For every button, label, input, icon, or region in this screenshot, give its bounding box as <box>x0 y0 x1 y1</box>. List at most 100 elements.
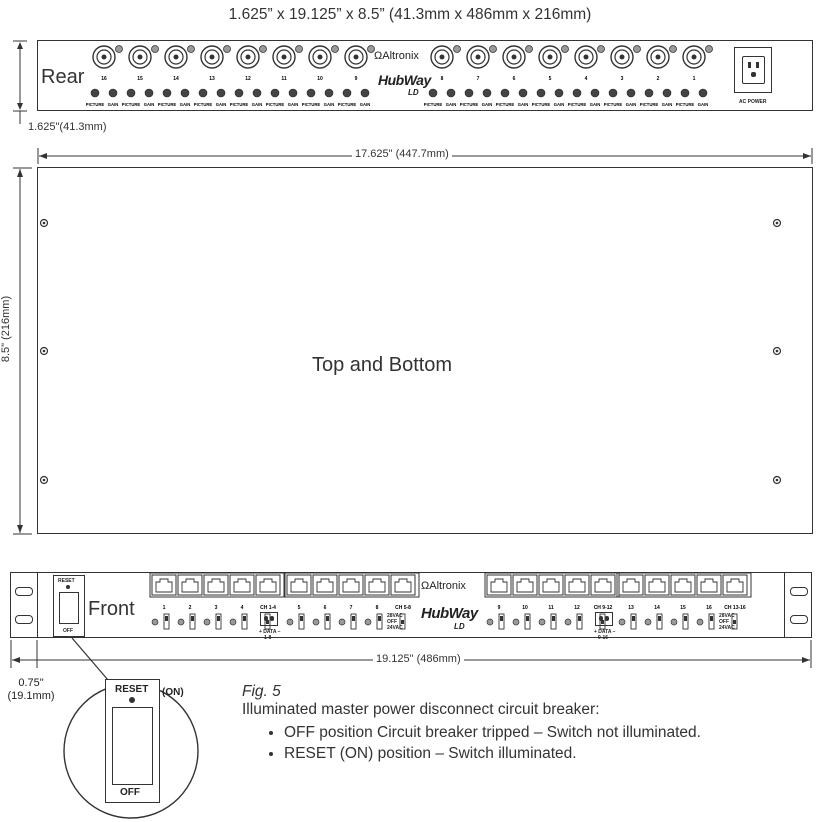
screw-icon <box>772 218 782 228</box>
led-icon <box>564 618 572 626</box>
port-number: CH 9-12 <box>594 605 613 611</box>
rj45-port-icon <box>255 574 281 596</box>
pot-label: GAIN <box>324 102 334 107</box>
pot-label: GAIN <box>252 102 262 107</box>
top-width-label: 17.625" (447.7mm) <box>352 148 452 160</box>
rj45-port-icon <box>364 574 390 596</box>
bnc-connector-icon <box>502 45 533 69</box>
port-number: CH 13-16 <box>724 605 746 611</box>
port-number: 16 <box>706 605 712 611</box>
led-icon <box>259 45 267 53</box>
potentiometer-icon <box>662 88 672 98</box>
bnc-connector-icon <box>272 45 303 69</box>
rj45-port-icon <box>538 574 564 596</box>
rear-height-dimension-line <box>13 40 27 124</box>
bnc-connector-icon <box>308 45 339 69</box>
potentiometer-icon <box>252 88 262 98</box>
channel-number: 14 <box>173 76 179 82</box>
port-number: 11 <box>548 605 554 611</box>
rack-slot-icon <box>790 587 808 596</box>
port-number: 5 <box>298 605 301 611</box>
led-icon <box>151 45 159 53</box>
potentiometer-icon <box>198 88 208 98</box>
caption-bullet: OFF position Circuit breaker tripped – S… <box>284 722 812 743</box>
led-icon <box>669 45 677 53</box>
on-label: (ON) <box>162 687 184 698</box>
toggle-switch-icon <box>189 613 196 630</box>
led-icon <box>489 45 497 53</box>
potentiometer-icon <box>288 88 298 98</box>
port-number: 4 <box>241 605 244 611</box>
toggle-switch-icon <box>241 613 248 630</box>
rj45-port-icon <box>618 574 644 596</box>
led-icon <box>618 618 626 626</box>
pot-label: GAIN <box>108 102 118 107</box>
dimensions-header: 1.625” x 19.125” x 8.5” (41.3mm x 486mm … <box>228 6 592 23</box>
toggle-switch-icon <box>350 613 357 630</box>
front-product-sub: LD <box>454 622 465 631</box>
figure-caption: Fig. 5 Illuminated master power disconne… <box>242 683 812 764</box>
breaker-switch[interactable]: RESET OFF <box>53 575 85 637</box>
channel-number: 6 <box>513 76 516 82</box>
rj45-port-icon <box>203 574 229 596</box>
rj45-port-icon <box>151 574 177 596</box>
port-number: 3 <box>215 605 218 611</box>
pot-label: PICTURE <box>194 102 213 107</box>
port-number: 14 <box>654 605 660 611</box>
potentiometer-icon <box>554 88 564 98</box>
potentiometer-icon <box>500 88 510 98</box>
port-number: 12 <box>574 605 580 611</box>
pot-label: GAIN <box>144 102 154 107</box>
port-number: 1 <box>163 605 166 611</box>
channel-number: 12 <box>245 76 251 82</box>
data-connector-9-16 <box>595 612 613 626</box>
pot-label: PICTURE <box>158 102 177 107</box>
led-icon <box>115 45 123 53</box>
bnc-connector-icon <box>128 45 159 69</box>
port-block <box>149 572 285 598</box>
bnc-connector-icon <box>574 45 605 69</box>
channel-number: 11 <box>281 76 287 82</box>
port-block <box>616 572 752 598</box>
rear-product-sub: LD <box>408 88 419 97</box>
toggle-switch-icon <box>524 613 531 630</box>
pot-label: PICTURE <box>266 102 285 107</box>
rj45-port-icon <box>338 574 364 596</box>
led-icon <box>223 45 231 53</box>
bnc-connector-icon <box>164 45 195 69</box>
port-number: 10 <box>522 605 528 611</box>
rj45-port-icon <box>696 574 722 596</box>
led-icon <box>538 618 546 626</box>
pot-label: PICTURE <box>676 102 695 107</box>
toggle-switch-icon <box>163 613 170 630</box>
potentiometer-icon <box>234 88 244 98</box>
potentiometer-icon <box>324 88 334 98</box>
channel-number: 15 <box>137 76 143 82</box>
port-block <box>284 572 420 598</box>
altronix-logo-icon: Ω <box>374 50 383 62</box>
rj45-port-icon <box>229 574 255 596</box>
screw-icon <box>39 218 49 228</box>
ac-power-inlet <box>734 47 772 93</box>
led-icon <box>670 618 678 626</box>
data-range-1-8: 1-8 <box>264 635 272 641</box>
bnc-connector-icon <box>344 45 375 69</box>
pot-label: GAIN <box>482 102 492 107</box>
pot-label: PICTURE <box>604 102 623 107</box>
pot-label: PICTURE <box>424 102 443 107</box>
pot-label: PICTURE <box>122 102 141 107</box>
rack-slot-icon <box>790 615 808 624</box>
bnc-connector-icon <box>200 45 231 69</box>
port-number: 13 <box>628 605 634 611</box>
pot-label: PICTURE <box>86 102 105 107</box>
pot-label: GAIN <box>180 102 190 107</box>
toggle-switch-icon <box>630 613 637 630</box>
data-label-1-8: + DATA – <box>259 629 281 635</box>
screw-icon <box>39 475 49 485</box>
pot-label: PICTURE <box>532 102 551 107</box>
top-bottom-label: Top and Bottom <box>312 354 453 376</box>
pot-label: PICTURE <box>302 102 321 107</box>
potentiometer-icon <box>216 88 226 98</box>
potentiometer-icon <box>270 88 280 98</box>
